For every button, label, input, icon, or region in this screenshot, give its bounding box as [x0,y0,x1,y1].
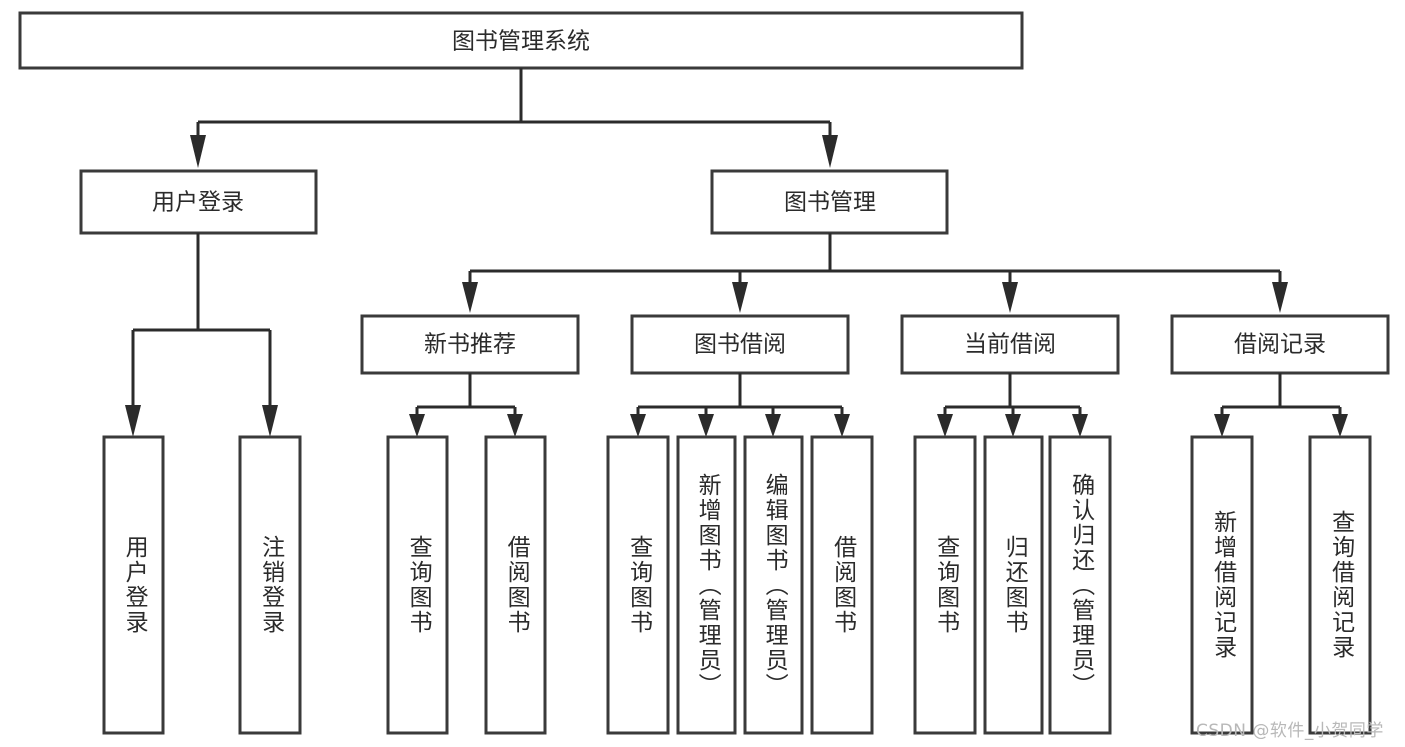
arrow-head-icon [1002,282,1018,313]
arrow-head-icon [1005,414,1021,437]
leaf-box-add-book[interactable] [676,435,737,735]
arrow-head-icon [1214,414,1230,437]
node-new-book-recommend-label: 新书推荐 [424,332,516,358]
node-new-book-recommend-box [360,314,580,375]
node-user-login[interactable]: 用户登录 [79,169,318,235]
arrow-head-icon [1332,414,1348,437]
arrow-head-icon [937,414,953,437]
connector-new-book-recommend-to-leaves [409,373,523,437]
node-borrow-record[interactable]: 借阅记录 [1170,314,1390,375]
leaf-box-query-book-2[interactable] [606,435,670,735]
leaf-box-add-borrow-record[interactable] [1190,435,1254,735]
node-borrow-record-label: 借阅记录 [1234,332,1326,358]
leaf-box-return-book[interactable] [983,435,1044,735]
node-user-login-box [79,169,318,235]
leaf-box-user-login[interactable] [102,435,165,735]
node-root-system-box [18,11,1024,70]
node-new-book-recommend[interactable]: 新书推荐 [360,314,580,375]
arrow-head-icon [507,414,523,437]
leaf-box-borrow-book-2[interactable] [810,435,874,735]
arrow-head-icon [1272,282,1288,313]
arrow-head-icon [630,414,646,437]
leaf-box-query-borrow-record[interactable] [1308,435,1372,735]
node-book-borrow[interactable]: 图书借阅 [630,314,850,375]
connector-book-management-to-level3 [462,233,1288,313]
node-root-system-label: 图书管理系统 [452,29,590,55]
arrow-head-icon [1072,414,1088,437]
arrow-head-icon [732,282,748,313]
node-current-borrow[interactable]: 当前借阅 [900,314,1120,375]
connector-root-to-level2 [190,68,838,168]
arrow-head-icon [125,405,141,437]
node-current-borrow-label: 当前借阅 [964,332,1056,358]
connector-user-login-to-leaves [125,233,278,437]
arrow-head-icon [462,282,478,313]
node-book-borrow-label: 图书借阅 [694,332,786,358]
node-user-login-label: 用户登录 [152,190,244,216]
arrow-head-icon [190,135,206,168]
arrow-head-icon [765,414,781,437]
node-book-management-label: 图书管理 [784,190,876,216]
arrow-head-icon [822,135,838,168]
node-book-management[interactable]: 图书管理 [710,169,949,235]
leaf-box-borrow-book-1[interactable] [484,435,547,735]
leaf-box-edit-book[interactable] [743,435,804,735]
connector-book-borrow-to-leaves [630,373,850,437]
leaf-box-logout[interactable] [238,435,302,735]
leaf-box-query-book-3[interactable] [913,435,977,735]
node-current-borrow-box [900,314,1120,375]
arrow-head-icon [698,414,714,437]
arrow-head-icon [262,405,278,437]
csdn-watermark: CSDN @软件_小贺同学 [1196,721,1384,741]
arrow-head-icon [834,414,850,437]
connector-current-borrow-to-leaves [937,373,1088,437]
arrow-head-icon [409,414,425,437]
leaf-box-query-book-1[interactable] [386,435,449,735]
node-root-system[interactable]: 图书管理系统 [18,11,1024,70]
leaf-box-confirm-return[interactable] [1048,435,1112,735]
connector-borrow-record-to-leaves [1214,373,1348,437]
